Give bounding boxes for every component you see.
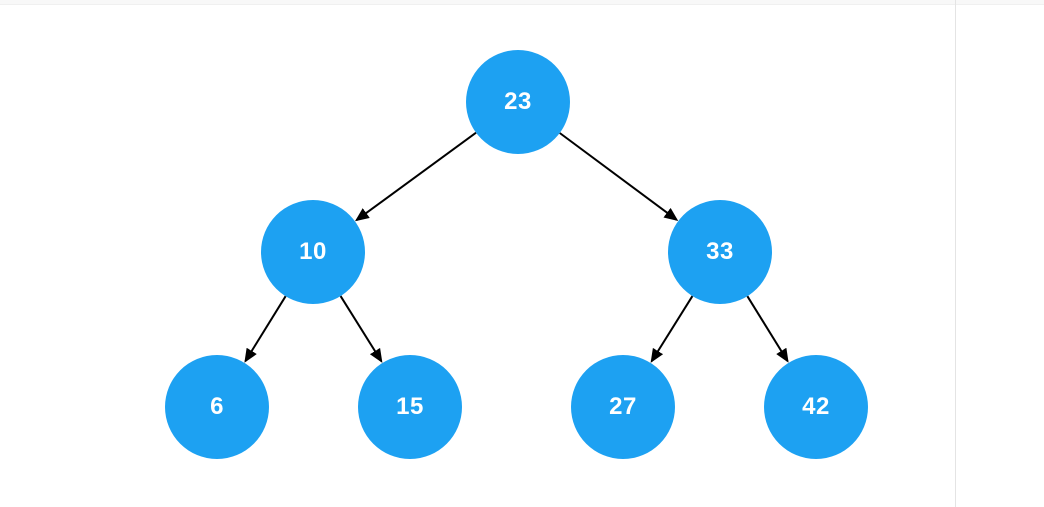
top-border-band	[0, 0, 1044, 5]
tree-node-6: 6	[165, 355, 269, 459]
tree-node-27: 27	[571, 355, 675, 459]
tree-node-15: 15	[358, 355, 462, 459]
tree-node-42: 42	[764, 355, 868, 459]
tree-edge-23-33	[559, 132, 679, 221]
tree-node-label: 27	[609, 393, 637, 420]
tree-edge-10-6	[244, 295, 287, 363]
tree-node-label: 33	[706, 238, 734, 265]
tree-node-33: 33	[668, 200, 772, 304]
tree-node-10: 10	[261, 200, 365, 304]
tree-node-label: 42	[802, 393, 830, 420]
tree-edge-10-15	[339, 295, 383, 363]
tree-edge-33-42	[746, 295, 789, 363]
tree-node-label: 10	[299, 238, 327, 265]
tree-node-label: 23	[504, 88, 532, 115]
tree-edge-33-27	[650, 295, 694, 363]
tree-node-label: 15	[396, 393, 424, 420]
tree-node-label: 6	[210, 393, 224, 420]
vertical-divider	[955, 0, 956, 507]
tree-node-23: 23	[466, 50, 570, 154]
tree-edge-23-10	[354, 131, 477, 222]
